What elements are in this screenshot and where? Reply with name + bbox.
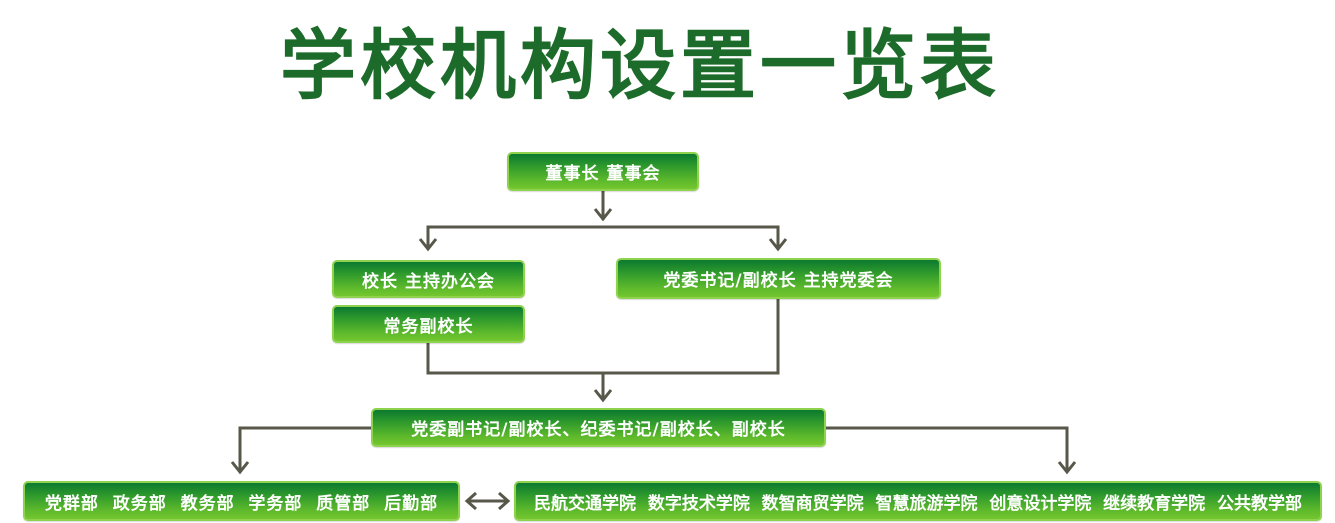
connector-left (238, 426, 371, 470)
arrow-head (593, 208, 613, 222)
arrow-head (768, 238, 788, 252)
double-arrow (464, 491, 511, 511)
node-board: 董事长 董事会 (507, 152, 699, 191)
node-principal: 校长 主持办公会 (332, 260, 525, 298)
arrow-head (418, 238, 438, 252)
connector-right (826, 426, 1069, 470)
page-title: 学校机构设置一览表 (280, 21, 1000, 110)
connector-split (426, 225, 780, 247)
node-colleges: 民航交通学院 数字技术学院 数智商贸学院 智慧旅游学院 创意设计学院 继续教育学… (514, 481, 1322, 521)
arrow-head (1057, 461, 1077, 475)
node-executive-vice-principal: 常务副校长 (332, 305, 525, 343)
node-party-secretary: 党委书记/副校长 主持党委会 (616, 258, 941, 299)
node-departments: 党群部 政务部 教务部 学务部 质管部 后勤部 (23, 481, 460, 521)
arrow-head (230, 461, 250, 475)
node-deputies: 党委副书记/副校长、纪委书记/副校长、副校长 (371, 408, 826, 447)
arrow-head (593, 389, 613, 403)
